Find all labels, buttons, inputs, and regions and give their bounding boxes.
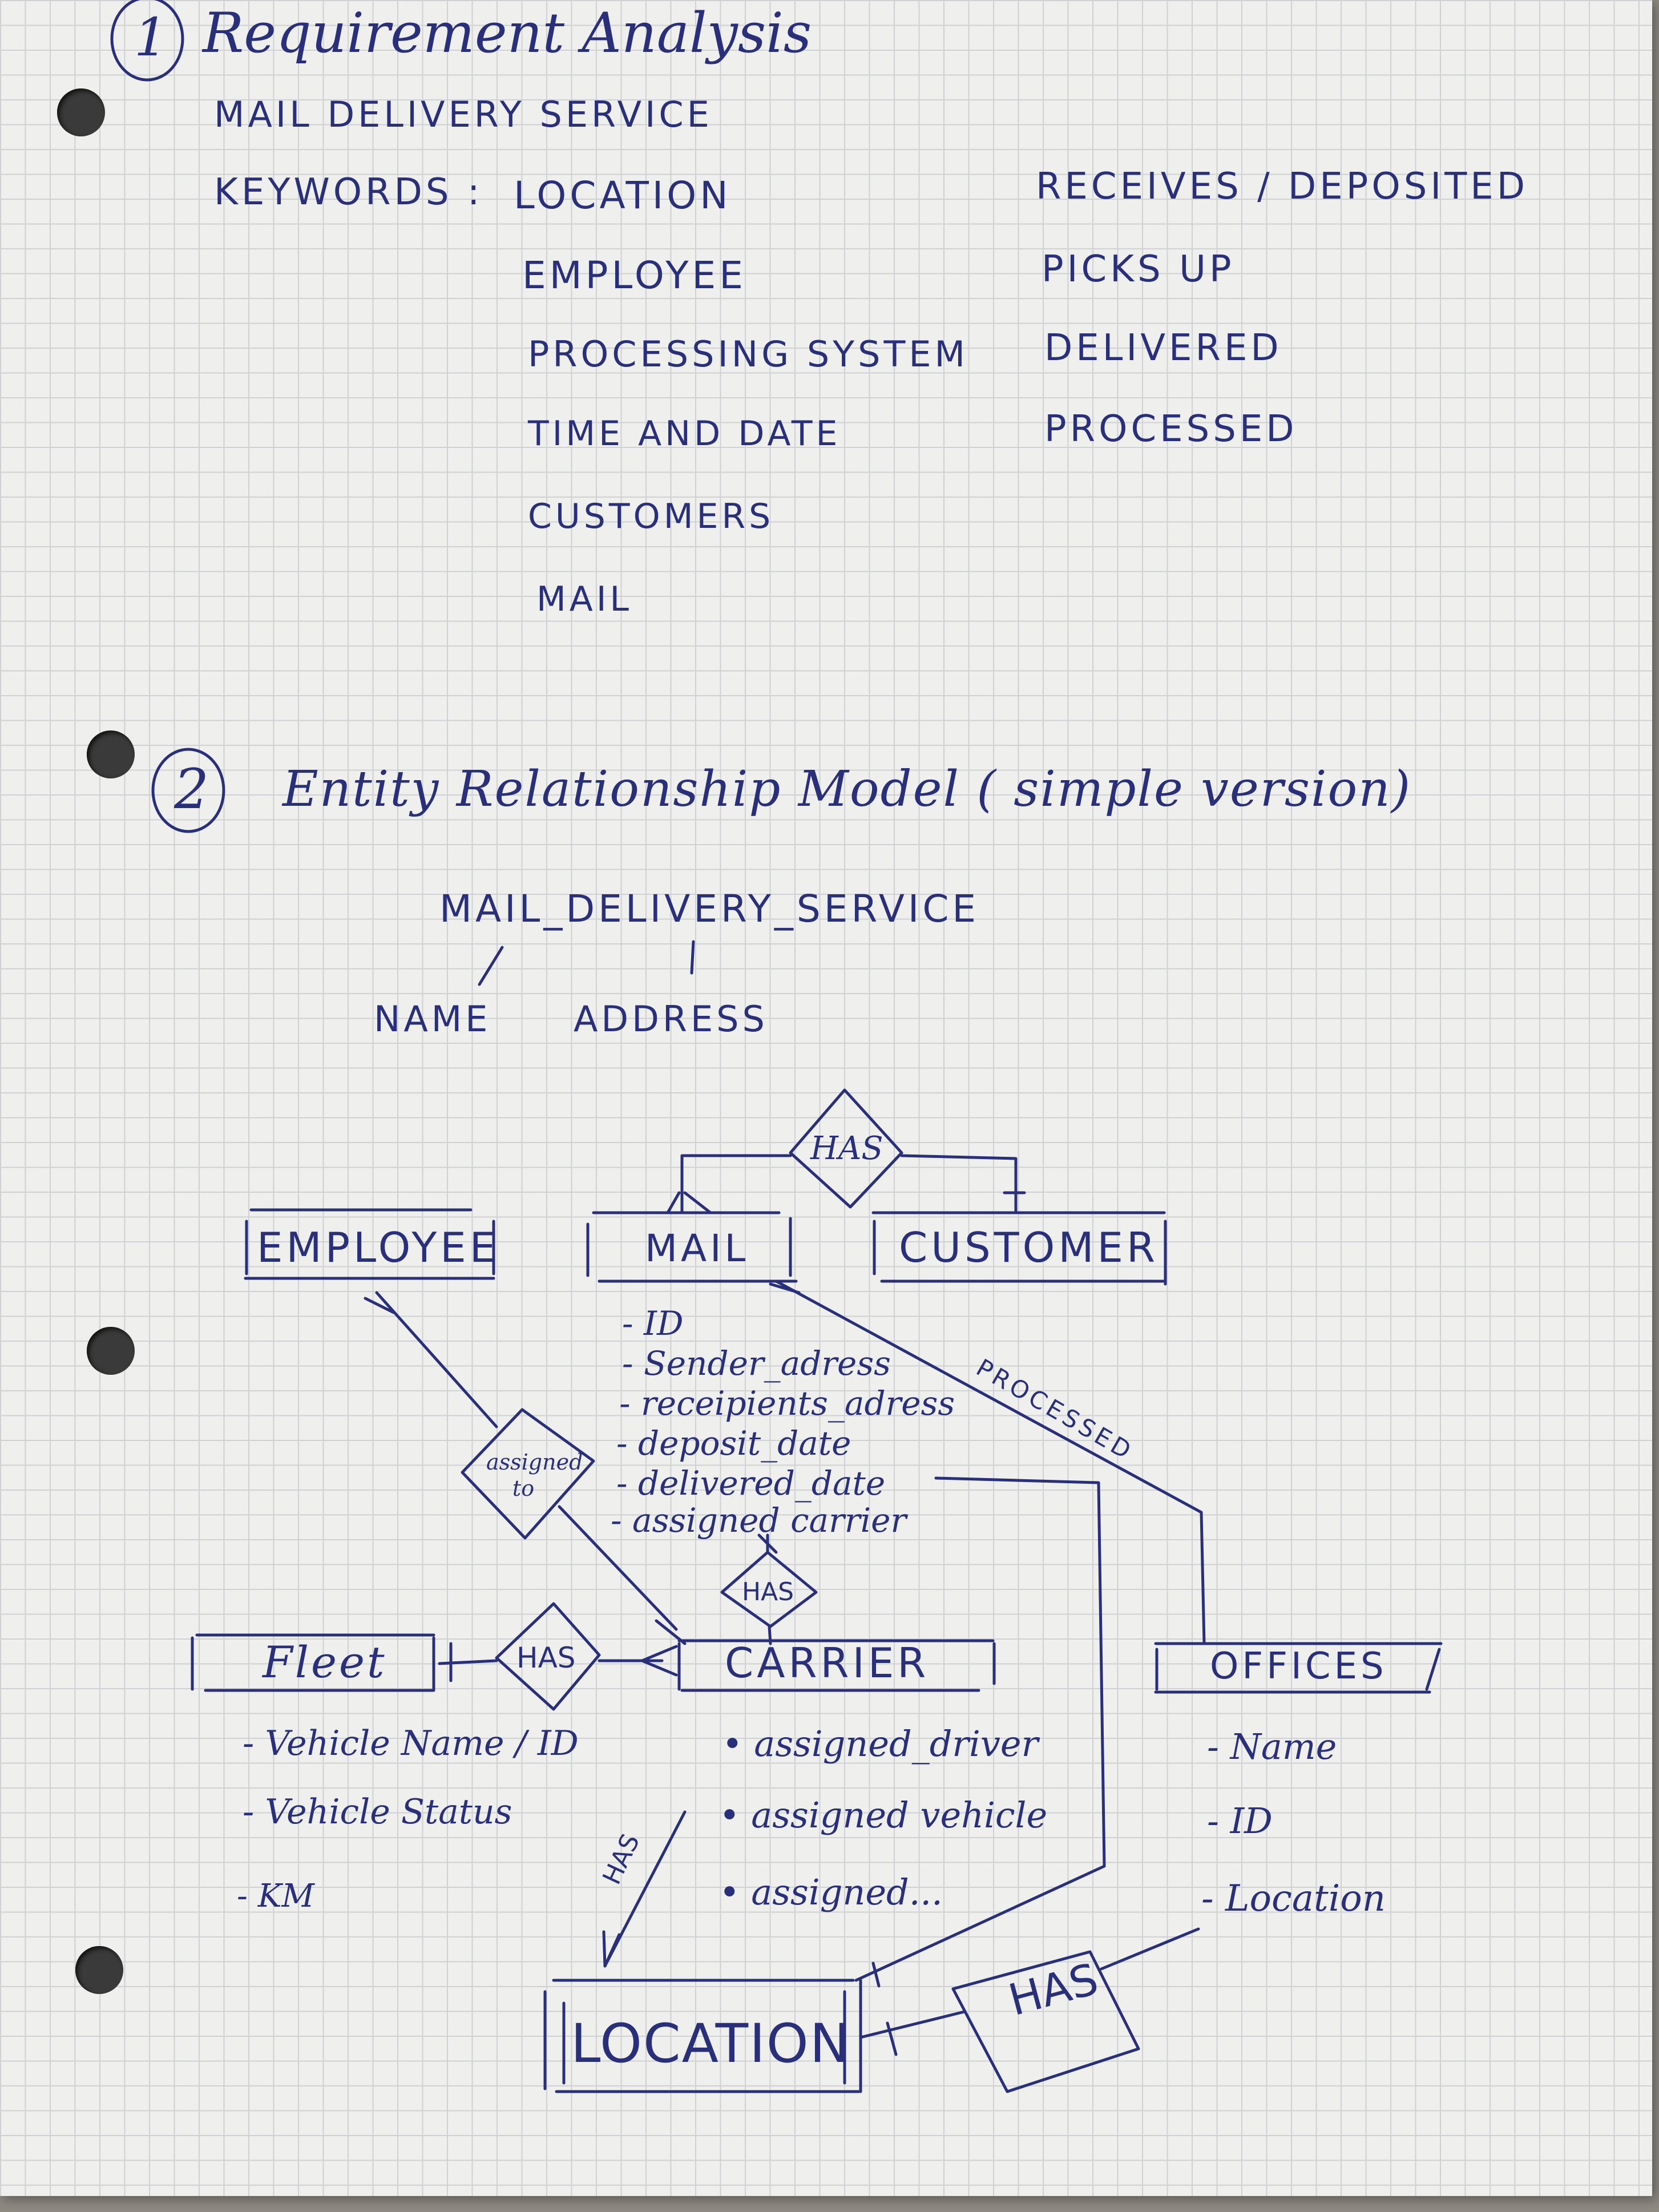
root-attribute-name: NAME (374, 998, 491, 1040)
keyword-verb: RECEIVES / DEPOSITED (1036, 166, 1528, 208)
section-2-number: 2 (174, 757, 209, 821)
service-subtitle: MAIL DELIVERY SERVICE (214, 94, 713, 135)
section-1-circle (110, 0, 184, 82)
entity-carrier: CARRIER (725, 1639, 930, 1687)
address-connector (690, 940, 695, 975)
fleet-attribute: - KM (237, 1878, 314, 1915)
entity-mail: MAIL (645, 1226, 749, 1270)
binder-hole (87, 730, 135, 778)
entity-employee: EMPLOYEE (257, 1224, 499, 1272)
section-1-number: 1 (134, 7, 168, 68)
binder-hole (75, 1946, 123, 1994)
keyword-noun: PROCESSING SYSTEM (528, 333, 968, 375)
carrier-attribute: • assigned vehicle (719, 1794, 1048, 1836)
offices-attribute: - Location (1201, 1878, 1386, 1920)
section-2-title: Entity Relationship Model ( simple versi… (282, 761, 1412, 818)
rel-mail-carrier: HAS (742, 1577, 794, 1606)
carrier-attribute: • assigned... (719, 1871, 943, 1913)
root-entity: MAIL_DELIVERY_SERVICE (439, 887, 980, 931)
entity-fleet: Fleet (263, 1637, 387, 1688)
binder-hole (57, 88, 105, 136)
name-connector (478, 946, 504, 986)
mail-attribute: - deposit_date (616, 1424, 851, 1463)
keyword-noun: TIME AND DATE (528, 414, 841, 454)
rel-employee-carrier: assigned to (486, 1450, 583, 1501)
binder-hole (87, 1327, 135, 1375)
keyword-verb: PROCESSED (1044, 408, 1298, 450)
mail-attribute: - ID (622, 1304, 684, 1343)
root-attribute-address: ADDRESS (574, 998, 768, 1040)
mail-attribute: - Sender_adress (622, 1344, 891, 1383)
rel-fleet-carrier: HAS (516, 1641, 576, 1674)
keyword-noun: CUSTOMERS (528, 497, 774, 536)
entity-location: LOCATION (571, 2013, 851, 2075)
carrier-attribute: • assigned_driver (722, 1723, 1039, 1765)
keyword-noun: EMPLOYEE (522, 253, 746, 297)
mail-attribute: - receipients_adress (619, 1384, 955, 1423)
keyword-noun: MAIL (536, 579, 632, 619)
rel-mail-customer: HAS (810, 1130, 883, 1167)
keyword-verb: DELIVERED (1044, 327, 1282, 369)
fleet-attribute: - Vehicle Status (243, 1792, 512, 1832)
fleet-attribute: - Vehicle Name / ID (243, 1723, 579, 1763)
mail-attribute: - assigned carrier (611, 1501, 907, 1540)
section-1-title: Requirement Analysis (203, 1, 812, 65)
offices-attribute: - Name (1207, 1726, 1337, 1767)
section-2-circle (151, 748, 225, 833)
keywords-label: KEYWORDS : (214, 171, 483, 213)
keyword-noun: LOCATION (514, 173, 732, 217)
mail-attribute: - delivered_date (616, 1464, 886, 1503)
entity-offices: OFFICES (1210, 1645, 1387, 1688)
offices-attribute: - ID (1207, 1800, 1273, 1842)
entity-customer: CUSTOMER (899, 1224, 1159, 1272)
keyword-verb: PICKS UP (1042, 248, 1235, 290)
